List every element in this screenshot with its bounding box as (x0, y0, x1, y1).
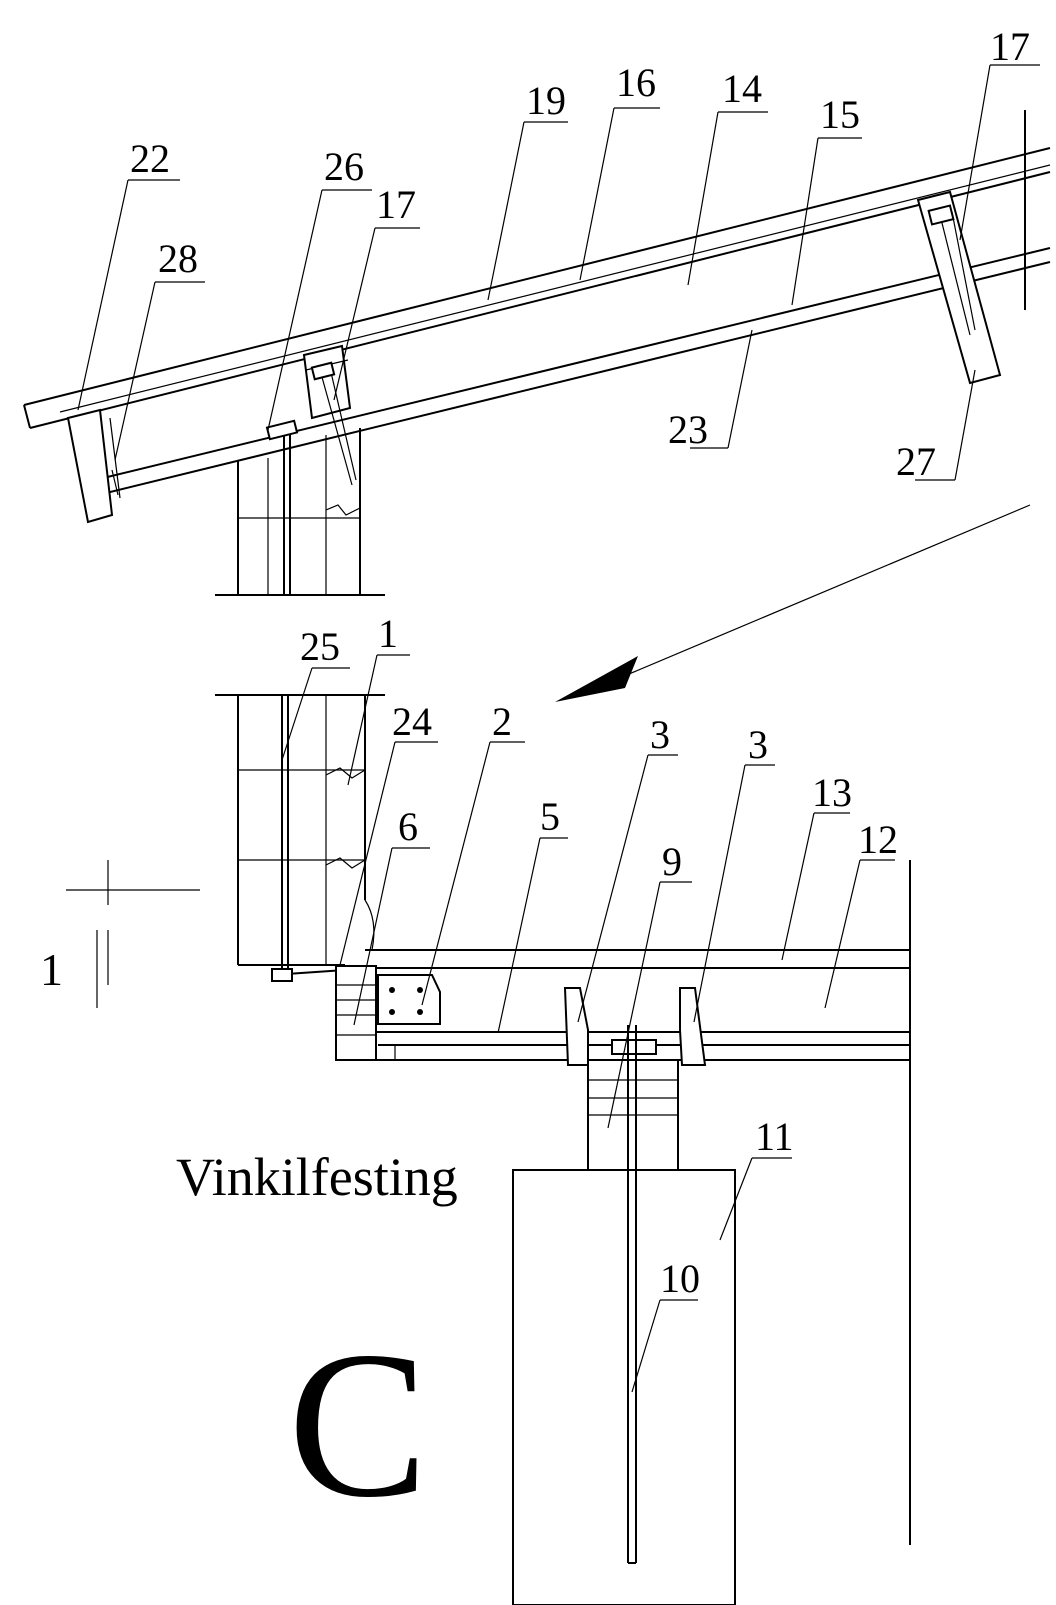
label-27: 27 (896, 439, 936, 484)
label-14: 14 (722, 66, 762, 111)
label-3: 3 (650, 712, 670, 757)
label-24: 24 (392, 699, 432, 744)
label-19: 19 (526, 78, 566, 123)
detail-c-assembly (215, 694, 911, 1605)
label-26: 26 (324, 144, 364, 189)
label-13: 13 (812, 770, 852, 815)
caption-text: Vinkilfesting (176, 1147, 458, 1207)
label-28: 28 (158, 236, 198, 281)
label-6: 6 (398, 804, 418, 849)
section-marker: 1 (40, 860, 200, 1008)
label-5: 5 (540, 794, 560, 839)
label-15: 15 (820, 92, 860, 137)
detail-arrow (555, 504, 1031, 702)
label-25: 25 (300, 624, 340, 669)
leader-lines-upper (77, 64, 1040, 481)
view-letter: C (288, 1309, 428, 1541)
roof-assembly (23, 110, 1051, 596)
label-22: 22 (130, 136, 170, 181)
part-labels: 22 28 26 17 19 16 14 15 17 23 27 25 1 24… (130, 24, 1030, 1301)
label-2: 2 (492, 699, 512, 744)
leader-lines-lower (281, 654, 895, 1393)
label-1: 1 (378, 611, 398, 656)
label-16: 16 (616, 60, 656, 105)
label-11: 11 (755, 1114, 794, 1159)
label-9: 9 (662, 839, 682, 884)
section-number: 1 (40, 944, 63, 995)
label-17: 17 (376, 182, 416, 227)
label-10: 10 (660, 1256, 700, 1301)
label-3: 3 (748, 722, 768, 767)
label-23: 23 (668, 407, 708, 452)
label-12: 12 (858, 817, 898, 862)
label-17: 17 (990, 24, 1030, 69)
